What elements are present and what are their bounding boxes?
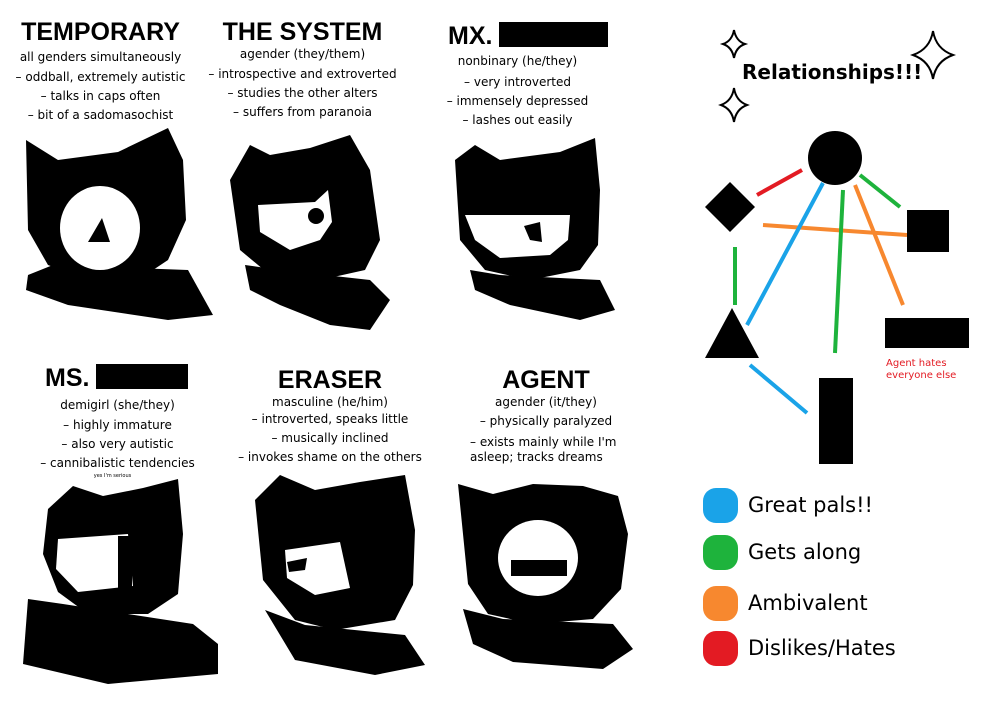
sparkle-icon xyxy=(718,87,750,123)
alter-trait: – very introverted xyxy=(464,75,571,89)
alter-head-agent xyxy=(458,484,633,669)
alter-gender: all genders simultaneously xyxy=(19,50,182,64)
rectangle-shape xyxy=(885,318,969,348)
sparkle-icon xyxy=(719,29,749,59)
alter-card-mx: MX. nonbinary (he/they) – very introvert… xyxy=(440,22,620,130)
legend-swatch xyxy=(703,585,738,621)
alter-trait: – physically paralyzed xyxy=(479,414,613,428)
alter-name-row: MS. xyxy=(25,364,210,392)
alter-trait: – invokes shame on the others xyxy=(238,450,422,464)
alter-trait: – talks in caps often xyxy=(40,89,161,103)
sparkle-icon xyxy=(909,30,957,80)
alter-trait: – also very autistic xyxy=(61,437,174,451)
alter-gender: nonbinary (he/they) xyxy=(457,54,578,68)
legend-swatch xyxy=(703,534,738,570)
alter-trait: – lashes out easily xyxy=(462,113,573,127)
alter-head-mx xyxy=(455,138,615,320)
triangle-shape xyxy=(705,308,759,358)
alter-name: ERASER xyxy=(277,366,383,394)
relationships-title: Relationships!!! xyxy=(742,60,923,84)
alter-trait: – musically inclined xyxy=(271,431,389,445)
alter-name: MX. xyxy=(448,22,493,50)
redacted-name-bar xyxy=(499,22,609,47)
alter-head-the-system xyxy=(230,135,390,330)
legend-label: Dislikes/Hates xyxy=(748,636,896,660)
redacted-name-bar xyxy=(96,364,189,389)
rectangle-shape xyxy=(819,378,853,464)
legend-label: Great pals!! xyxy=(748,493,873,517)
alter-card-ms: MS. demigirl (she/they) – highly immatur… xyxy=(25,364,210,479)
legend-label: Ambivalent xyxy=(748,591,868,615)
legend-label: Gets along xyxy=(748,540,862,564)
relationship-diagram xyxy=(705,131,969,464)
sparkles xyxy=(718,29,957,123)
diamond-shape xyxy=(705,182,755,232)
alter-trait: – studies the other alters xyxy=(227,86,378,100)
alter-gender: agender (they/them) xyxy=(239,47,366,61)
alter-trait: – introspective and extroverted xyxy=(208,67,397,81)
legend-item: Dislikes/Hates xyxy=(703,630,896,666)
alter-name: THE SYSTEM xyxy=(222,18,383,46)
alter-card-eraser: ERASER masculine (he/him) – introverted,… xyxy=(235,366,425,467)
alter-name: MS. xyxy=(45,364,90,392)
alter-card-temporary: TEMPORARY all genders simultaneously – o… xyxy=(13,18,188,125)
alter-head-eraser xyxy=(255,475,425,675)
alter-trait: – suffers from paranoia xyxy=(233,105,372,119)
square-shape xyxy=(907,210,949,252)
alter-trait: – exists mainly while I'm asleep; tracks… xyxy=(470,435,617,464)
legend-item: Great pals!! xyxy=(703,487,873,523)
gets-along-line xyxy=(858,173,902,209)
alter-trait: – introverted, speaks little xyxy=(251,412,409,426)
alter-trait: – bit of a sadomasochist xyxy=(27,108,174,122)
circle-shape xyxy=(808,131,862,185)
alter-gender: demigirl (she/they) xyxy=(60,398,175,412)
alter-name-row: MX. xyxy=(440,22,620,50)
legend-item: Gets along xyxy=(703,534,861,570)
legend-item: Ambivalent xyxy=(703,585,868,621)
alter-gender: agender (it/they) xyxy=(495,395,597,409)
legend-swatch xyxy=(703,487,738,523)
alter-card-agent: AGENT agender (it/they) – physically par… xyxy=(466,366,626,465)
alter-trait: – cannibalistic tendencies xyxy=(40,456,195,470)
alter-gender: masculine (he/him) xyxy=(272,395,388,409)
dislike-line xyxy=(756,168,803,197)
ambivalent-line xyxy=(762,223,908,237)
alter-name: AGENT xyxy=(502,366,590,394)
alter-footnote: yes I'm serious xyxy=(93,473,132,479)
great-pals-line xyxy=(748,363,809,415)
legend-swatch xyxy=(703,630,738,666)
alter-card-the-system: THE SYSTEM agender (they/them) – introsp… xyxy=(205,18,400,122)
ambivalent-line xyxy=(853,184,905,306)
alter-trait: – immensely depressed xyxy=(446,94,589,108)
agent-note: Agent hates everyone else xyxy=(886,358,957,381)
alter-trait: – highly immature xyxy=(63,418,172,432)
alter-trait: – oddball, extremely autistic xyxy=(15,70,186,84)
alter-head-ms xyxy=(23,479,218,684)
great-pals-line xyxy=(745,182,825,326)
gets-along-line xyxy=(833,189,845,354)
alter-head-temporary xyxy=(26,128,213,320)
alter-name: TEMPORARY xyxy=(21,18,180,46)
